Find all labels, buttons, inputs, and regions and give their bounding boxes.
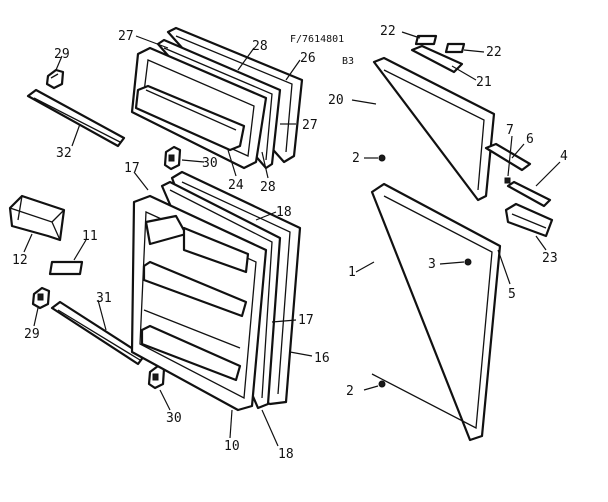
drawing-code: F/7614801 <box>290 34 344 45</box>
callout-1: 1 <box>348 265 356 280</box>
callout-26: 26 <box>300 51 316 66</box>
callout-7: 7 <box>506 123 514 138</box>
callout-20: 20 <box>328 93 344 108</box>
label-plate-11 <box>48 260 84 276</box>
screw-2-bottom <box>378 380 386 388</box>
callout-29b: 29 <box>24 327 40 342</box>
callout-17a: 17 <box>124 161 140 176</box>
callout-2a: 2 <box>352 151 360 166</box>
callout-2b: 2 <box>346 384 354 399</box>
callout-32: 32 <box>56 146 72 161</box>
handle-bar-21 <box>410 44 464 74</box>
callout-3: 3 <box>428 257 436 272</box>
callout-22a: 22 <box>380 24 396 39</box>
screw-3 <box>464 258 472 266</box>
handle-trim-31 <box>50 300 146 366</box>
callout-30a: 30 <box>202 156 218 171</box>
hinge-bracket-29-bottom <box>31 286 51 310</box>
handle-trim-32 <box>26 88 126 148</box>
callout-5: 5 <box>508 287 516 302</box>
page-code: B3 <box>342 56 354 67</box>
callout-28b: 28 <box>260 180 276 195</box>
callout-16: 16 <box>314 351 330 366</box>
callout-31: 31 <box>96 291 112 306</box>
callout-4: 4 <box>560 149 568 164</box>
callout-27a: 27 <box>118 29 134 44</box>
shelf-bracket-12 <box>8 194 66 242</box>
callout-28a: 28 <box>252 39 268 54</box>
spacer-pad-22-left <box>414 34 438 46</box>
hinge-30-top <box>163 145 182 171</box>
callout-24: 24 <box>228 178 244 193</box>
callout-11: 11 <box>82 229 98 244</box>
freezer-inner-panel-24 <box>130 46 268 170</box>
leader-lines <box>23 31 561 447</box>
callout-23: 23 <box>542 251 558 266</box>
screw-2-top <box>378 154 386 162</box>
callout-10: 10 <box>224 439 240 454</box>
callout-30b: 30 <box>166 411 182 426</box>
callout-18b: 18 <box>278 447 294 462</box>
spacer-pad-22-right <box>444 42 466 54</box>
trim-strip-4 <box>506 180 552 208</box>
callout-12: 12 <box>12 253 28 268</box>
hinge-pin-7 <box>504 177 511 184</box>
callout-17b: 17 <box>298 313 314 328</box>
callout-22b: 22 <box>486 45 502 60</box>
hinge-bracket-29-top <box>45 68 65 90</box>
fresh-food-frame-1 <box>370 182 502 442</box>
freezer-frame-20 <box>372 56 496 202</box>
fresh-food-inner-liner-10 <box>130 194 268 412</box>
callout-27b: 27 <box>302 118 318 133</box>
hinge-bracket-6 <box>484 142 532 172</box>
hinge-assembly-23 <box>504 202 554 238</box>
callout-18a: 18 <box>276 205 292 220</box>
callout-21: 21 <box>476 75 492 90</box>
callout-6: 6 <box>526 132 534 147</box>
callout-29a: 29 <box>54 47 70 62</box>
